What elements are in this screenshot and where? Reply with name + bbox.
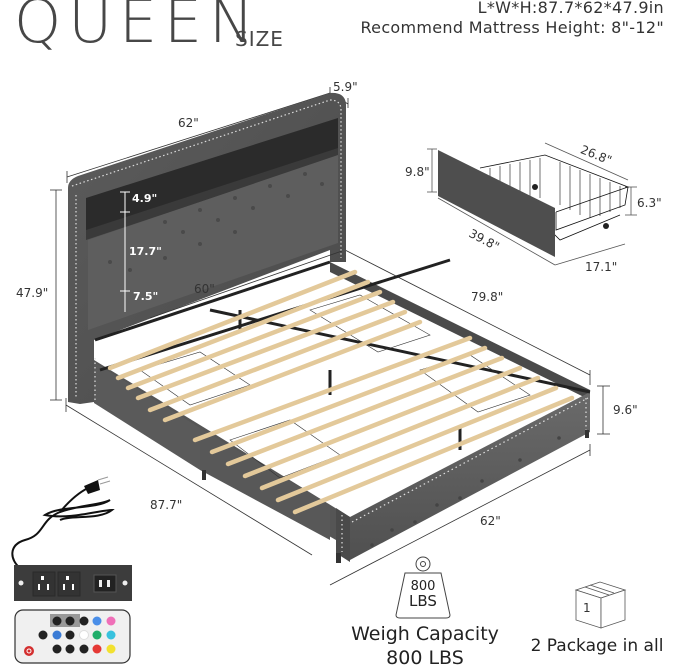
package-icon-number: 1 <box>583 601 591 615</box>
panel-height-label: 17.7" <box>129 245 162 258</box>
mattress-height-recommendation: Recommend Mattress Height: 8"-12" <box>360 18 664 37</box>
lower-gap-label: 7.5" <box>133 290 159 303</box>
weight-icon-unit: LBS <box>409 592 437 610</box>
title-queen: QUEEN <box>14 0 261 57</box>
total-height-dimension <box>50 189 62 401</box>
weight-icon-text: 800 LBS <box>400 579 446 609</box>
side-rail-height-dimension <box>597 385 610 435</box>
shelf-height-label: 4.9" <box>132 192 158 205</box>
inner-width-label: 60" <box>194 282 215 296</box>
drawer-illustration <box>427 142 637 266</box>
inner-width-dimension <box>149 250 343 319</box>
footboard-width-dimension <box>329 444 591 586</box>
drawer-basket-height-label: 6.3" <box>637 196 662 210</box>
package-count-text: 2 Package in all <box>530 636 664 656</box>
total-length-label: 87.7" <box>150 498 183 512</box>
weigh-capacity-line2: 800 LBS <box>386 647 464 669</box>
headboard <box>68 92 346 404</box>
weight-icon-number: 800 <box>410 579 436 594</box>
title-size: SIZE <box>235 27 284 51</box>
total-length-dimension <box>65 398 313 556</box>
weigh-capacity-text: Weigh Capacity 800 LBS <box>340 622 510 670</box>
side-rail-height-label: 9.6" <box>613 403 638 417</box>
headboard-depth-label: 5.9" <box>333 80 358 94</box>
bed-frame <box>94 258 591 563</box>
led-remote-control <box>14 609 131 664</box>
footboard-width-label: 62" <box>480 514 501 528</box>
side-length-label: 79.8" <box>471 290 504 304</box>
weigh-capacity-line1: Weigh Capacity <box>351 623 499 645</box>
headboard-width-label: 62" <box>178 116 199 130</box>
weight-capacity-icon <box>395 556 451 619</box>
wooden-slats <box>107 269 575 515</box>
power-outlet-strip <box>11 476 132 601</box>
package-box-icon <box>574 581 627 629</box>
side-length-dimension <box>344 249 591 385</box>
headboard-inner-dimensions <box>120 191 130 312</box>
total-height-label: 47.9" <box>16 286 49 300</box>
drawer-front-height-label: 9.8" <box>405 165 430 179</box>
overall-dimensions: L*W*H:87.7*62*47.9in <box>477 0 664 17</box>
drawer-basket-width-label: 17.1" <box>585 260 618 274</box>
